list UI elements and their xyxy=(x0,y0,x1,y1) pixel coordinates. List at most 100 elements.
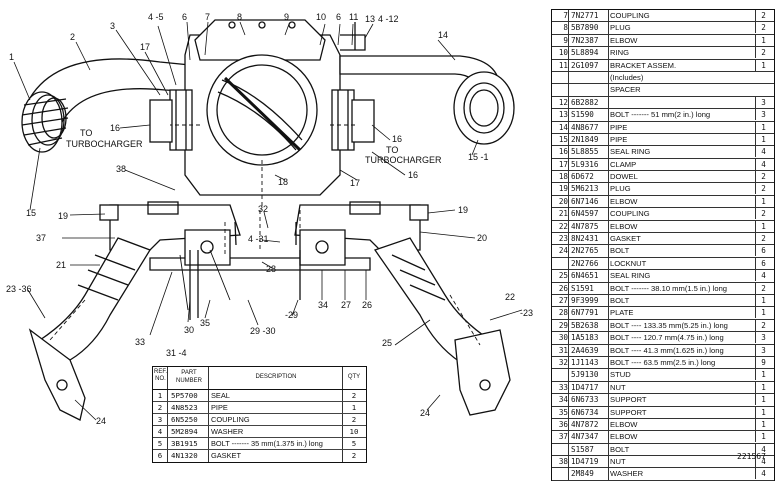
callout: 11 xyxy=(349,12,358,22)
part-number-cell: 2N2765 xyxy=(571,246,599,256)
callout: 16 xyxy=(110,123,120,133)
ref-cell: 33 xyxy=(558,382,568,392)
part-number-cell: 6N4651 xyxy=(571,271,599,281)
ref-cell: 6 xyxy=(157,451,163,461)
ref-cell: 37 xyxy=(558,432,568,442)
callout: 4 -31 xyxy=(248,234,269,244)
part-number-cell: 4N7872 xyxy=(571,419,599,429)
description-cell: PIPE xyxy=(610,122,628,132)
callout: 30 xyxy=(184,325,194,335)
description-cell: SEAL xyxy=(211,391,230,400)
callout: 25 xyxy=(382,338,392,348)
ref-cell: 20 xyxy=(558,196,568,206)
description-cell: ELBOW xyxy=(610,35,638,45)
part-number-cell: 7N2771 xyxy=(571,11,599,20)
description-cell: BOLT xyxy=(610,295,630,305)
description-cell: ELBOW xyxy=(610,432,638,442)
ref-cell: 10 xyxy=(558,48,568,58)
to-turbocharger-left-label: TO TURBOCHARGER xyxy=(66,128,143,149)
qty-cell: 9 xyxy=(755,356,771,368)
ref-cell: 18 xyxy=(558,172,568,182)
ref-cell: 5 xyxy=(157,439,163,449)
qty-cell: 1 xyxy=(755,121,771,133)
callout: 13 xyxy=(365,14,375,24)
qty-cell: 1 xyxy=(755,369,771,381)
callout: 26 xyxy=(362,300,372,310)
part-number-cell: 2A4639 xyxy=(571,345,599,355)
callout: 15 -1 xyxy=(468,152,489,162)
qty-cell: 1 xyxy=(755,431,771,443)
part-number-cell: 6B2882 xyxy=(571,97,599,107)
description-cell: ELBOW xyxy=(610,196,638,206)
ref-cell: 8 xyxy=(563,23,568,33)
description-cell: SUPPORT xyxy=(610,395,647,405)
qty-cell: 2 xyxy=(755,22,771,34)
part-number-cell: 6D672 xyxy=(571,172,594,182)
description-cell: WASHER xyxy=(610,469,644,479)
qty-cell: 6 xyxy=(755,245,771,257)
description-cell: COUPLING xyxy=(211,415,250,425)
qty-cell: 1 xyxy=(755,59,771,71)
svg-text:TO: TO xyxy=(386,145,398,155)
part-number-cell: S1590 xyxy=(571,110,594,120)
description-cell: (Includes) xyxy=(610,72,644,82)
ref-cell: 11 xyxy=(558,60,568,70)
part-number-cell: S1591 xyxy=(571,283,594,293)
qty-cell: 3 xyxy=(755,332,771,344)
description-cell: BOLT ------- 51 mm(2 in.) long xyxy=(610,110,711,120)
description-cell: RING xyxy=(610,48,629,58)
ref-cell: 38 xyxy=(558,457,568,467)
svg-text:TURBOCHARGER: TURBOCHARGER xyxy=(66,139,143,149)
qty-cell: 2 xyxy=(755,171,771,183)
qty-cell: 1 xyxy=(755,394,771,406)
part-number-cell: 6N4597 xyxy=(571,209,599,219)
callout: 19 xyxy=(458,205,468,215)
qty-cell: 2 xyxy=(755,10,771,21)
part-number-cell: 2N1849 xyxy=(571,134,599,144)
qty-cell: 1 xyxy=(755,34,771,46)
drawing-number: 221567 xyxy=(737,452,766,461)
callout: 34 xyxy=(318,300,328,310)
gasket-23-left xyxy=(28,328,86,421)
description-cell: BOLT ---- 63.5 mm(2.5 in.) long xyxy=(610,357,716,367)
callout: 27 xyxy=(341,300,351,310)
callout: 20 xyxy=(477,233,487,243)
ref-cell: 27 xyxy=(558,295,568,305)
description-cell: BRACKET ASSEM. xyxy=(610,60,677,70)
description-cell: LOCKNUT xyxy=(610,258,647,268)
description-cell: GASKET xyxy=(211,451,241,461)
qty-cell: 2 xyxy=(351,451,357,461)
callout: 16 xyxy=(392,134,402,144)
description-cell: SEAL RING xyxy=(610,147,651,157)
ref-cell: 34 xyxy=(558,395,568,405)
description-cell: NUT xyxy=(610,457,626,467)
pipe-15 xyxy=(453,71,515,145)
exploded-parts-diagram: 1 2 3 4 -5 6 7 8 9 10 6 11 13 4 -12 14 1… xyxy=(6,12,533,426)
parts-sheet: 1 2 3 4 -5 6 7 8 9 10 6 11 13 4 -12 14 1… xyxy=(6,9,775,481)
description-cell: PIPE xyxy=(610,134,628,144)
ref-cell: 4 xyxy=(157,427,163,437)
description-cell: BOLT ---- 133.35 mm(5.25 in.) long xyxy=(610,320,728,330)
